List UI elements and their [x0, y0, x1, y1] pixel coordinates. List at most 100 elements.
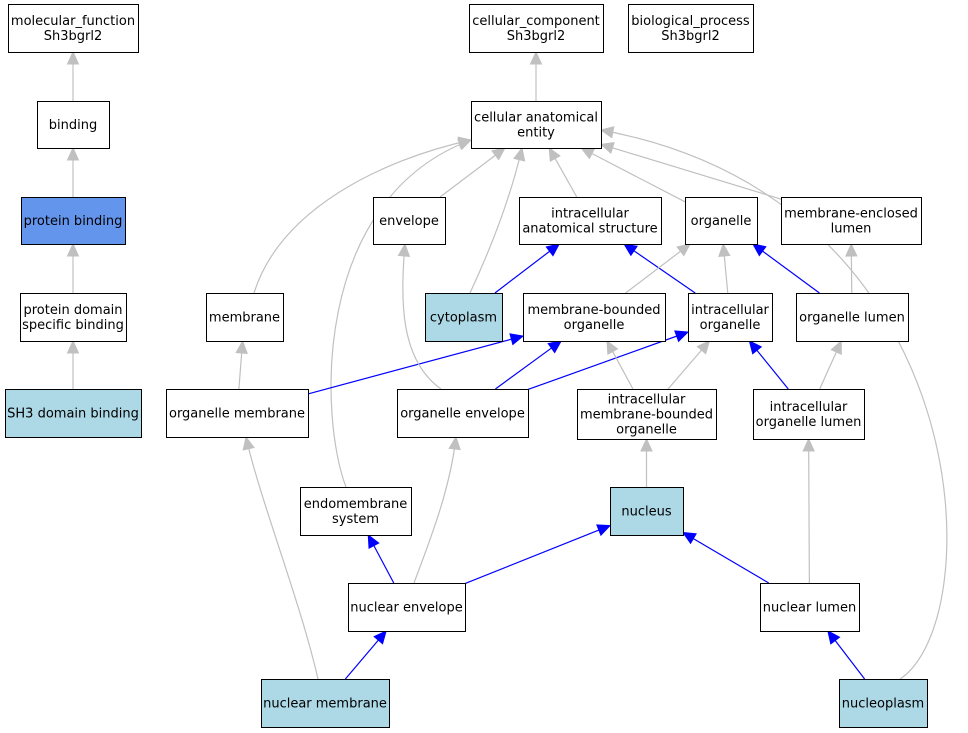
node-envelope[interactable]: envelope	[373, 197, 446, 245]
node-label: entity	[517, 126, 555, 141]
node-box	[20, 293, 127, 342]
edge-membrane_enclosed_lumen-to-cellular_anatomical_entity	[599, 141, 782, 200]
node-label: membrane-bounded	[527, 303, 660, 318]
node-box	[523, 293, 666, 342]
edge-nuclear_envelope-to-endomembrane_system	[367, 533, 395, 584]
edge-protein_domain_specific_binding-to-protein_binding	[66, 242, 80, 293]
node-label: nuclear envelope	[350, 601, 462, 616]
node-label: cellular_component	[472, 14, 600, 29]
node-box	[577, 389, 717, 440]
node-label: membrane-bounded	[580, 408, 713, 423]
node-binding[interactable]: binding	[37, 101, 110, 149]
edge-organelle_envelope-to-membrane_bounded_organelle	[495, 340, 563, 390]
node-organelle-envelope[interactable]: organelle envelope	[397, 389, 529, 438]
edge-nuclear_envelope-to-nucleus	[464, 524, 612, 585]
node-organelle-membrane[interactable]: organelle membrane	[166, 389, 309, 438]
node-label: protein domain	[23, 303, 122, 318]
node-box	[8, 4, 139, 53]
node-box	[425, 293, 503, 342]
node-label: organelle membrane	[169, 407, 305, 422]
node-cytoplasm[interactable]: cytoplasm	[425, 293, 503, 342]
node-label: cellular anatomical	[474, 111, 598, 126]
node-nuclear-lumen[interactable]: nuclear lumen	[760, 583, 860, 632]
node-label: organelle	[691, 214, 752, 229]
edge-intracellular_organelle-to-intracellular_anatomical_structure	[623, 243, 696, 294]
node-label: cytoplasm	[430, 311, 497, 326]
node-label: intracellular	[691, 303, 769, 318]
node-label: nuclear lumen	[763, 601, 856, 616]
node-box	[469, 4, 604, 53]
node-box	[5, 389, 142, 438]
edge-intracellular_organelle_lumen-to-intracellular_organelle	[748, 340, 789, 390]
node-label: molecular_function	[11, 14, 135, 29]
node-nucleus[interactable]: nucleus	[610, 487, 684, 536]
node-label: membrane	[209, 311, 280, 326]
node-label: intracellular	[608, 393, 686, 408]
node-label: biological_process	[631, 14, 750, 29]
node-label: organelle lumen	[799, 311, 905, 326]
node-box	[206, 293, 284, 342]
node-label: nucleoplasm	[842, 697, 924, 712]
edge-protein_binding-to-binding	[66, 146, 80, 197]
node-nuclear-envelope[interactable]: nuclear envelope	[348, 583, 466, 632]
edge-nuclear_membrane-to-nuclear_envelope	[344, 630, 387, 680]
node-label: Sh3bgrl2	[44, 29, 103, 44]
edge-binding-to-molecular_function	[66, 50, 80, 101]
edge-nuclear_lumen-to-nucleus	[681, 531, 770, 584]
node-label: envelope	[379, 214, 439, 229]
node-box	[300, 487, 412, 536]
node-label: Sh3bgrl2	[507, 29, 566, 44]
edge-organelle_lumen-to-organelle	[751, 243, 820, 294]
node-label: Sh3bgrl2	[661, 29, 720, 44]
node-label: nucleus	[621, 505, 671, 520]
node-layer: molecular_functionSh3bgrl2bindingprotein…	[5, 4, 928, 728]
node-box	[610, 487, 684, 536]
edge-envelope-to-cellular_anatomical_entity	[439, 147, 506, 198]
edge-nuclear_lumen-to-intracellular_organelle_lumen	[802, 437, 815, 584]
node-membrane[interactable]: membrane	[206, 293, 284, 342]
edge-organelle_membrane-to-membrane_bounded_organelle	[307, 333, 525, 395]
node-box	[21, 197, 126, 245]
edge-layer	[66, 50, 948, 680]
node-organelle-lumen[interactable]: organelle lumen	[796, 293, 909, 342]
node-label: organelle	[564, 318, 625, 333]
edge-nuclear_envelope-to-organelle_envelope	[413, 435, 461, 584]
edge-sh3_domain_binding-to-protein_domain_specific_binding	[66, 339, 80, 389]
node-protein-binding[interactable]: protein binding	[21, 197, 126, 245]
edge-membrane_bounded_organelle-to-organelle	[625, 243, 692, 294]
node-box	[471, 101, 602, 149]
node-box	[839, 679, 928, 728]
node-label: specific binding	[22, 318, 124, 333]
node-box	[166, 389, 309, 438]
node-label: organelle lumen	[756, 415, 862, 430]
node-organelle[interactable]: organelle	[685, 197, 758, 245]
edge-organelle_lumen-to-membrane_enclosed_lumen	[845, 242, 858, 294]
node-label: nuclear membrane	[263, 697, 387, 712]
edge-intracellular_anatomical_structure-to-cellular_anatomical_entity	[548, 146, 578, 198]
node-nucleoplasm[interactable]: nucleoplasm	[839, 679, 928, 728]
node-label: SH3 domain binding	[7, 407, 139, 422]
edge-organelle_membrane-to-membrane	[235, 339, 248, 390]
node-sh3-domain-binding[interactable]: SH3 domain binding	[5, 389, 142, 438]
node-label: binding	[49, 118, 97, 133]
node-box	[685, 197, 758, 245]
node-nuclear-membrane[interactable]: nuclear membrane	[261, 679, 390, 728]
edge-cellular_anatomical_entity-to-cellular_component	[529, 50, 543, 101]
node-box	[373, 197, 446, 245]
node-label: organelle envelope	[400, 407, 525, 422]
edge-intracellular_membrane_bounded_organelle-to-membrane_bounded_organelle	[606, 339, 634, 390]
node-box	[397, 389, 529, 438]
edge-organelle-to-cellular_anatomical_entity	[580, 147, 686, 203]
